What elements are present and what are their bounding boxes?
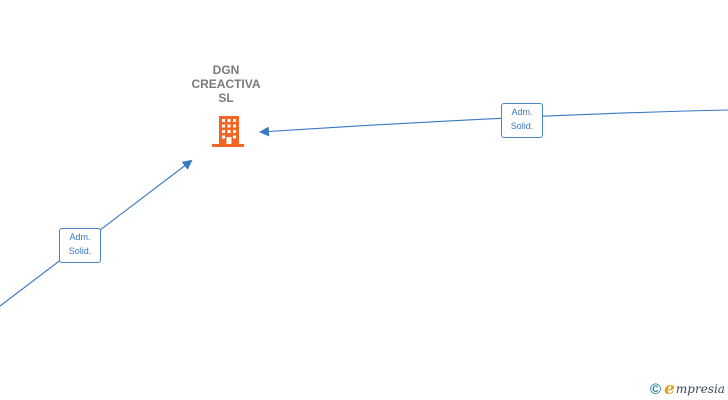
brand-name: mpresia	[675, 381, 725, 396]
building-icon[interactable]	[211, 114, 245, 148]
relation-label-lower-left[interactable]: Adm. Solid.	[59, 228, 101, 263]
edge-line-upper-right	[259, 109, 728, 137]
company-name-line: CREACTIVA	[191, 77, 261, 91]
copyright-icon: ©	[650, 380, 662, 398]
relation-label-line: Adm.	[69, 232, 91, 242]
company-name-line: SL	[218, 91, 234, 105]
company-name-line: DGN	[212, 63, 240, 77]
relation-label-line: Solid.	[510, 121, 534, 131]
brand-initial: e	[664, 378, 675, 399]
brand-watermark: © e mpresia	[650, 380, 725, 398]
relation-label-upper-right[interactable]: Adm. Solid.	[501, 103, 543, 138]
relation-label-line: Solid.	[68, 246, 92, 256]
relation-label-line: Adm.	[511, 107, 533, 117]
company-node-title[interactable]: DGN CREACTIVA SL	[176, 63, 276, 105]
